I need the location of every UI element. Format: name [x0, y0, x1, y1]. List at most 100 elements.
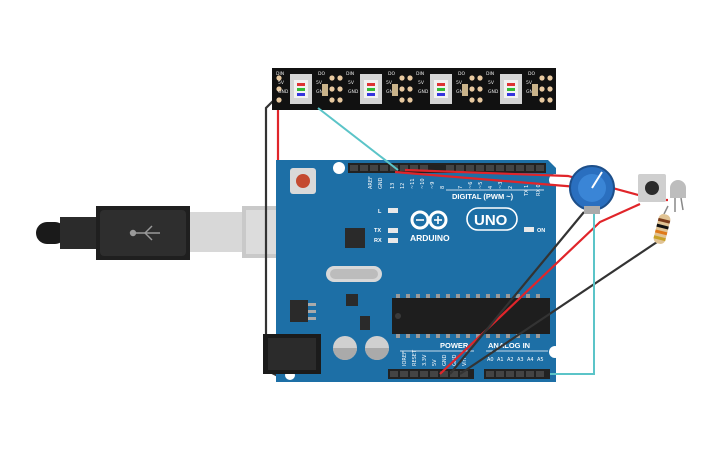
strip-pin-out-label: DO [458, 71, 465, 77]
strip-input-pads [276, 75, 282, 103]
pin-label-7: 7 [458, 186, 464, 189]
strip-pin-in-label: GND [418, 89, 429, 95]
wire-pin13[interactable] [394, 170, 591, 190]
button-cap[interactable] [645, 181, 659, 195]
label-rx: RX [374, 238, 382, 244]
neopixel-die [297, 83, 305, 86]
strip-pad [399, 75, 405, 81]
analog-header-label: ANALOG IN [488, 341, 530, 350]
usb-cable[interactable] [36, 206, 316, 260]
svg-text:A4: A4 [527, 357, 534, 363]
pin-label-4: 4 [488, 186, 494, 189]
pushbutton[interactable] [638, 174, 666, 202]
resistor[interactable] [653, 205, 672, 245]
pin-label-gnd: GND [378, 177, 384, 189]
mount-hole-1 [333, 162, 345, 174]
brand-label: ARDUINO [410, 233, 450, 243]
led-l [388, 208, 398, 213]
pin-label-6: ~6 [468, 182, 474, 189]
pin-label-13: 13 [390, 183, 396, 189]
neopixel-die [367, 93, 375, 96]
arduino-uno-board[interactable]: AREF GND 13 12 ~11 ~10 ~9 8 7 ~6 ~5 4 ~3… [263, 160, 561, 382]
led-bulb [670, 180, 686, 198]
pin-label-12: 12 [400, 183, 406, 189]
strip-pad [407, 97, 413, 103]
strip-pad [477, 86, 483, 92]
potentiometer[interactable] [569, 165, 615, 214]
neopixel-die [507, 88, 515, 91]
label-tx: TX [374, 228, 381, 234]
pin-label-aref: AREF [368, 176, 374, 189]
strip-pad [539, 86, 545, 92]
strip-pin-in-label: GND [278, 89, 289, 95]
svg-text:IOREF: IOREF [402, 351, 408, 366]
strip-pin-out-label: 5V [316, 80, 323, 86]
arduino-logo-icon [410, 210, 448, 230]
model-badge [466, 207, 518, 231]
led[interactable] [670, 180, 686, 212]
neopixel-die [297, 93, 305, 96]
strip-pin-in-label: DIN [346, 71, 354, 77]
neopixel-die [367, 88, 375, 91]
strip-pin-in-label: 5V [278, 80, 285, 86]
strip-pin-out-label: DO [318, 71, 325, 77]
wire-gnd-resistor[interactable] [459, 239, 661, 375]
strip-pin-in-label: DIN [276, 71, 284, 77]
pin-label-8: 8 [440, 186, 446, 189]
strip-pad [469, 97, 475, 103]
usb-strain-relief [60, 217, 100, 249]
analog-pin-labels: A0 A1 A2 A3 A4 A5 [487, 357, 544, 363]
neopixel-die [367, 83, 375, 86]
led-tx [388, 228, 398, 233]
strip-pad [547, 86, 553, 92]
mount-hole-2 [549, 174, 561, 186]
wire-a5-pot[interactable] [550, 210, 595, 375]
strip-pin-out-label: DO [528, 71, 535, 77]
svg-text:RESET: RESET [412, 349, 418, 366]
strip-pin-out-label: DO [388, 71, 395, 77]
label-l: L [378, 209, 382, 215]
strip-pad [399, 86, 405, 92]
strip-pad [469, 75, 475, 81]
strip-pin-in-label: GND [488, 89, 499, 95]
neopixel-die [437, 88, 445, 91]
neopixel-die [507, 83, 515, 86]
strip-pin-out-label: GND [456, 89, 467, 95]
wire-pin12[interactable] [404, 168, 643, 198]
strip-pad [547, 97, 553, 103]
strip-pad [407, 75, 413, 81]
small-chip [346, 294, 358, 306]
strip-pin-out-label: 5V [386, 80, 393, 86]
power-header-label: POWER [440, 341, 469, 350]
pin-label-3: ~3 [498, 182, 504, 189]
pot-indicator [591, 171, 603, 189]
usb-b-connector [190, 212, 242, 252]
strip-pad [337, 86, 343, 92]
usb-icon [129, 225, 160, 241]
strip-pad [539, 75, 545, 81]
strip-pin-in-label: GND [348, 89, 359, 95]
strip-pad [337, 75, 343, 81]
wire-gnd-pot[interactable] [449, 211, 585, 375]
strip-pad [547, 75, 553, 81]
model-label: UNO [474, 212, 508, 229]
reset-button[interactable] [296, 174, 310, 188]
usb-chip [345, 228, 365, 248]
strip-pad [539, 97, 545, 103]
wire-strip-din[interactable] [317, 107, 399, 171]
svg-text:A0: A0 [487, 357, 494, 363]
pin-label-tx1: TX 1 [524, 185, 530, 197]
strip-pin-in-label: 5V [418, 80, 425, 86]
svg-text:A5: A5 [537, 357, 544, 363]
neopixel-die [297, 88, 305, 91]
strip-pad [469, 86, 475, 92]
voltage-regulator [290, 300, 316, 322]
svg-text:Vin: Vin [462, 358, 468, 366]
strip-pad [329, 75, 335, 81]
strip-pin-out-label: GND [386, 89, 397, 95]
